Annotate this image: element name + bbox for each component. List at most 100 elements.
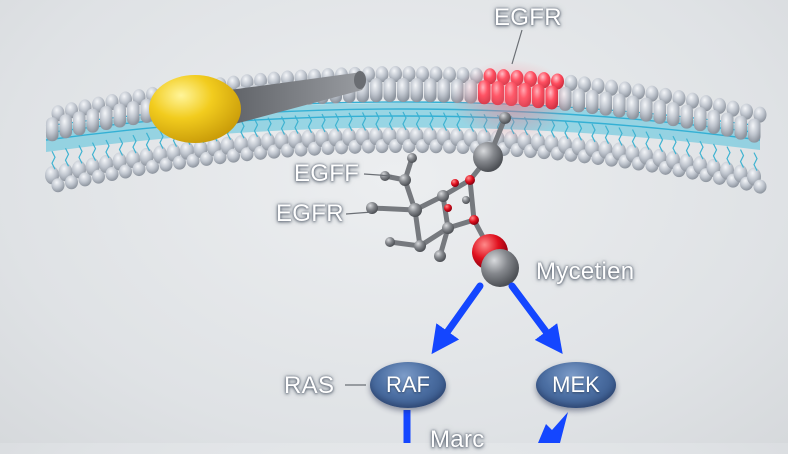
lipid-head xyxy=(640,97,653,122)
lipid-head xyxy=(173,155,186,170)
lipid-head xyxy=(383,78,396,103)
lipid-head xyxy=(59,114,72,139)
lipid-tail xyxy=(591,123,596,143)
grey-atom xyxy=(399,174,411,186)
lipid-head xyxy=(100,106,113,131)
lipid-tail xyxy=(604,125,610,144)
raf-node-label: RAF xyxy=(386,372,430,397)
lipid-tail xyxy=(618,127,623,146)
receptor-glow xyxy=(452,60,572,140)
lipid-head xyxy=(308,141,321,156)
lipid-tail xyxy=(118,137,124,156)
grey-atom xyxy=(434,250,446,262)
lipid-head xyxy=(667,102,680,127)
lipid-head xyxy=(240,147,254,162)
lipid-head xyxy=(410,78,423,103)
lipid-head xyxy=(397,78,410,103)
lipid-head xyxy=(605,79,618,96)
red-atom xyxy=(465,175,475,185)
membrane-lower-heads xyxy=(45,127,767,194)
lipid-tail xyxy=(631,129,637,148)
lipid-head xyxy=(402,66,416,83)
lipid-head xyxy=(659,87,672,104)
egfr-top-leader xyxy=(511,29,523,65)
lipid-head xyxy=(186,153,200,168)
lipid-head xyxy=(753,179,767,194)
lipid-tail xyxy=(672,135,677,155)
lipid-tail xyxy=(105,139,110,159)
lipid-head xyxy=(653,99,666,124)
lipid-tail xyxy=(564,120,569,140)
lipid-head xyxy=(119,164,132,179)
lipid-head xyxy=(389,66,402,83)
mek-node: MEK xyxy=(536,362,616,408)
lipid-tail xyxy=(64,147,70,167)
lipid-tail xyxy=(712,143,718,163)
lipid-tail xyxy=(402,111,407,131)
lipid-head xyxy=(586,89,599,114)
lipid-head xyxy=(159,157,173,172)
ras-label: RAS xyxy=(284,372,335,399)
lipid-tail xyxy=(415,111,421,131)
arrow-to-raf xyxy=(431,282,484,355)
lipid-head xyxy=(281,143,294,158)
lipid-head xyxy=(267,144,281,159)
lipid-head xyxy=(424,78,437,103)
raf-node: RAF xyxy=(370,362,446,408)
lipid-head xyxy=(680,104,693,129)
lipid-head xyxy=(132,162,146,177)
lipid-head xyxy=(73,111,86,136)
red-atom xyxy=(444,204,452,212)
grey-atom xyxy=(414,240,426,252)
ligand-molecule xyxy=(366,112,519,287)
mycetien-label: Mycetien xyxy=(536,258,635,285)
lipid-head xyxy=(599,91,612,116)
lipid-head xyxy=(146,159,159,174)
lipid-head xyxy=(632,83,645,100)
lipid-head xyxy=(46,117,59,142)
grey-atom xyxy=(442,222,454,234)
lipid-head xyxy=(105,167,119,182)
lipid-head xyxy=(227,148,240,163)
grey-atom xyxy=(462,196,470,204)
egfr-top-label: EGFR xyxy=(494,4,562,31)
lipid-head xyxy=(572,88,585,113)
lipid-head xyxy=(213,150,227,165)
grey-atom xyxy=(366,202,378,214)
lipid-head xyxy=(92,169,105,184)
lipid-head xyxy=(370,78,383,103)
lipid-tail xyxy=(442,112,448,131)
lipid-head xyxy=(753,106,767,123)
arrow-to-mek xyxy=(508,282,563,354)
egfr-left-label: EGFR xyxy=(276,200,344,227)
lipid-head xyxy=(375,66,389,83)
lipid-head xyxy=(78,172,92,187)
egff-label: EGFF xyxy=(294,160,360,187)
lipid-head xyxy=(734,115,747,140)
lipid-tail xyxy=(726,146,731,165)
red-atom xyxy=(469,215,479,225)
egfr-left-leader xyxy=(345,211,373,215)
grey-atom xyxy=(499,112,511,124)
lipid-head xyxy=(113,103,126,128)
lipid-tail xyxy=(132,134,137,154)
lipid-head xyxy=(591,77,605,94)
lipid-head xyxy=(740,103,753,120)
lipid-tail xyxy=(159,130,164,149)
grey-atom xyxy=(407,153,417,163)
lipid-head xyxy=(645,85,659,102)
pathway-diagram xyxy=(45,29,767,443)
lipid-tail xyxy=(51,150,56,170)
lipid-tail xyxy=(645,131,650,150)
lipid-head xyxy=(613,93,626,118)
lipid-tail xyxy=(91,142,97,161)
lipid-head xyxy=(65,175,78,190)
yellow-lipid-molecule xyxy=(149,71,366,143)
tail-band-line xyxy=(45,115,761,141)
red-atom xyxy=(451,179,459,187)
lipid-head xyxy=(437,78,450,103)
lipid-tail xyxy=(577,122,583,141)
lipid-tail xyxy=(361,112,367,131)
lipid-head xyxy=(127,101,140,126)
lipid-head xyxy=(254,72,267,89)
